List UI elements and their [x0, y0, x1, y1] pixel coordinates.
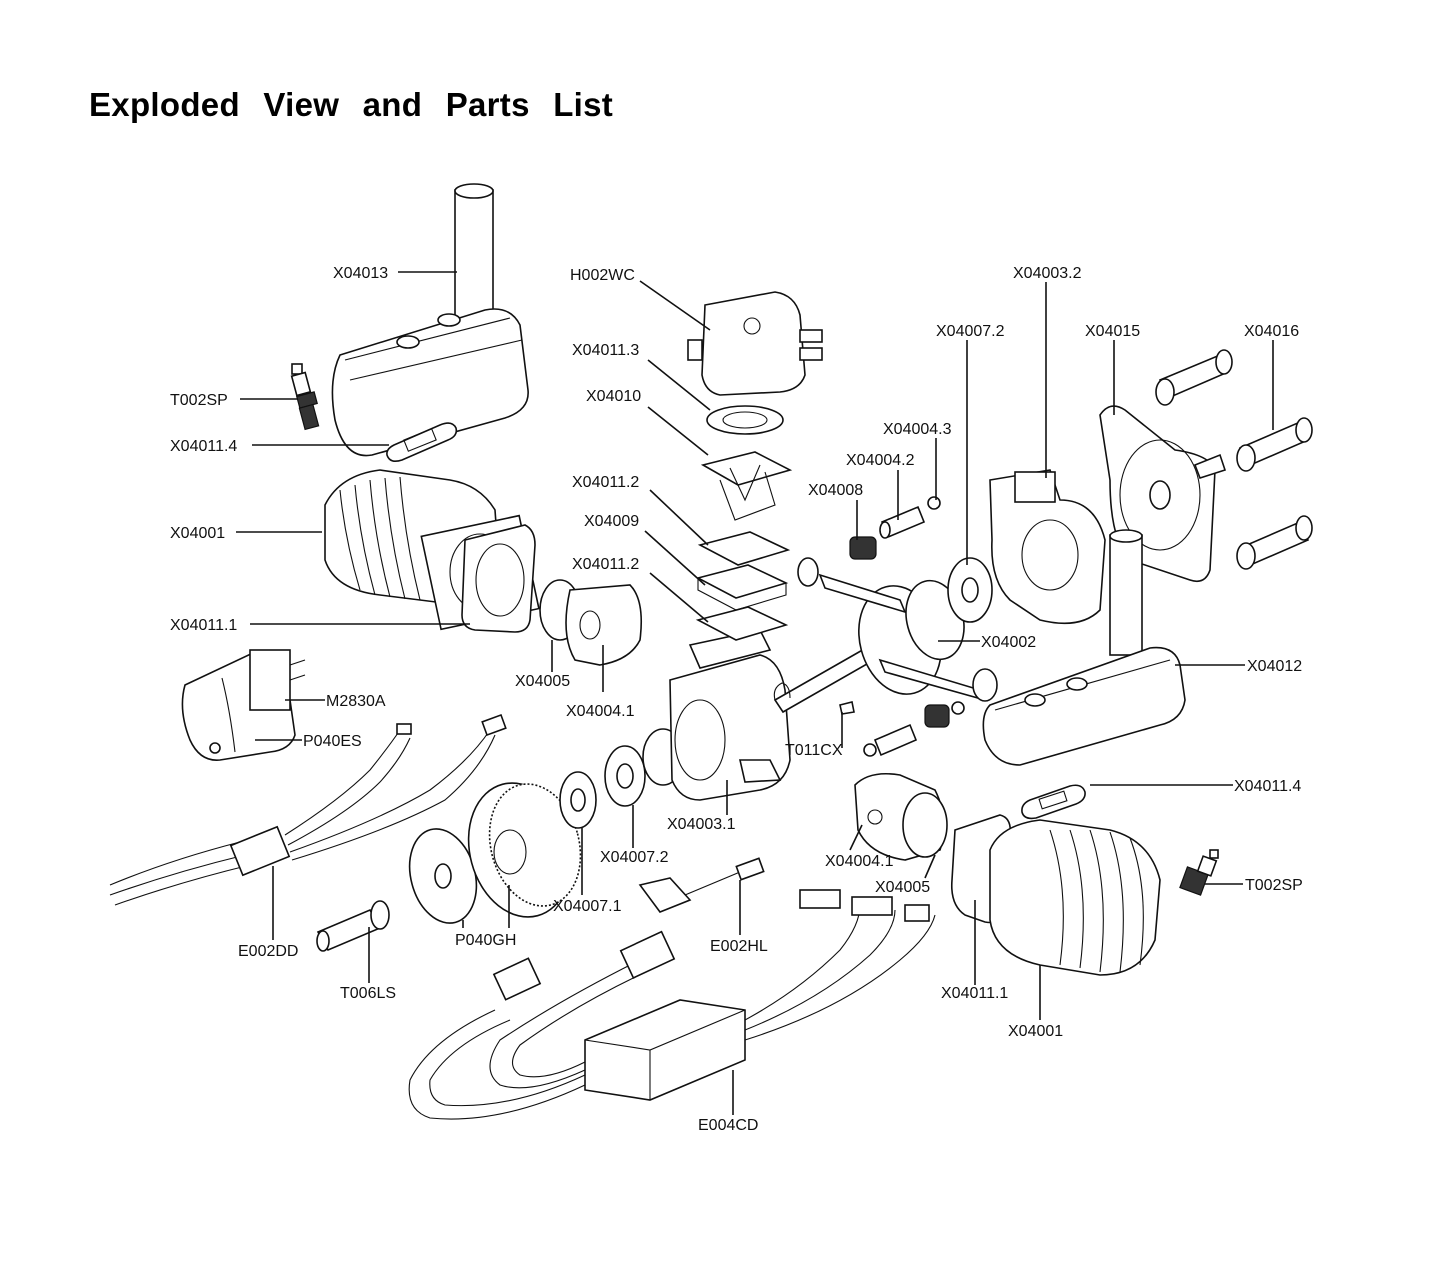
cdi-ignition-drawing	[408, 889, 936, 1120]
spark-plug-bottom-drawing	[1179, 849, 1219, 896]
cylinder-top-drawing	[324, 469, 540, 631]
label-x04004-2: X04004.2	[846, 452, 915, 469]
prop-nut-drawing	[316, 900, 390, 952]
reed-gaskets-drawing	[695, 531, 791, 641]
bearing-rear-drawing	[947, 557, 993, 623]
small-end-parts-upper-drawing	[849, 496, 941, 560]
label-e002hl: E002HL	[710, 938, 768, 955]
label-p040es: P040ES	[303, 733, 362, 750]
label-x04003-2: X04003.2	[1013, 265, 1082, 282]
piston-right-drawing	[854, 772, 948, 861]
label-x04001-top: X04001	[170, 525, 225, 542]
label-x04007-1: X04007.1	[553, 898, 622, 915]
starter-ring-gear-drawing	[408, 782, 582, 924]
label-x04015: X04015	[1085, 323, 1140, 340]
label-x04011-4-bottom: X04011.4	[1234, 778, 1301, 795]
label-x04011-4-top: X04011.4	[170, 438, 237, 455]
label-x04011-2-a: X04011.2	[572, 474, 639, 491]
muffler-lower-drawing	[982, 529, 1186, 766]
starter-motor-drawing	[181, 649, 306, 761]
bearings-front-drawing	[559, 728, 684, 829]
crankcase-rear-drawing	[989, 469, 1106, 625]
label-x04010: X04010	[586, 388, 641, 405]
label-x04011-3: X04011.3	[572, 342, 639, 359]
label-x04005-right: X04005	[875, 879, 930, 896]
crankcase-front-drawing	[669, 629, 791, 801]
label-x04008: X04008	[808, 482, 863, 499]
label-e002dd: E002DD	[238, 943, 298, 960]
label-x04005-left: X04005	[515, 673, 570, 690]
label-x04002: X04002	[981, 634, 1036, 651]
label-x04004-1-right: X04004.1	[825, 853, 894, 870]
label-x04011-1-top: X04011.1	[170, 617, 237, 634]
reed-valve-drawing	[700, 451, 793, 521]
label-e004cd: E004CD	[698, 1117, 758, 1134]
label-x04012: X04012	[1247, 658, 1302, 675]
leader-lines	[236, 271, 1274, 1115]
label-x04004-3: X04004.3	[883, 421, 952, 438]
label-h002wc: H002WC	[570, 267, 635, 284]
label-t011cx: T011CX	[785, 742, 843, 759]
label-x04011-1-bottom: X04011.1	[941, 985, 1008, 1002]
part-labels: X04013 T002SP X04011.4 X04001 X04011.1 M…	[170, 265, 1303, 1134]
cylinder-gasket-top-drawing	[461, 524, 536, 633]
carburetor-gasket-drawing	[706, 405, 784, 435]
cylinder-bottom-drawing	[950, 814, 1161, 976]
piston-left-drawing	[539, 579, 643, 666]
label-x04003-1: X04003.1	[667, 816, 736, 833]
label-x04001-bottom: X04001	[1008, 1023, 1063, 1040]
label-x04007-2-top: X04007.2	[936, 323, 1005, 340]
muffler-gasket-bottom-drawing	[1021, 784, 1086, 820]
page-title: Exploded View and Parts List	[89, 86, 614, 123]
hall-sensor-drawing	[638, 857, 765, 913]
spark-plug-top-drawing	[290, 363, 320, 431]
small-end-parts-lower-drawing	[839, 701, 965, 757]
label-t002sp-top: T002SP	[170, 392, 228, 409]
label-t002sp-bottom: T002SP	[1245, 877, 1303, 894]
label-m2830a: M2830A	[326, 693, 386, 710]
label-x04004-1-left: X04004.1	[566, 703, 635, 720]
standoffs-drawing	[1155, 349, 1313, 570]
label-x04011-2-b: X04011.2	[572, 556, 639, 573]
muffler-upper-drawing	[331, 183, 529, 457]
label-t006ls: T006LS	[340, 985, 396, 1002]
label-x04013: X04013	[333, 265, 388, 282]
label-x04009: X04009	[584, 513, 639, 530]
label-p040gh: P040GH	[455, 932, 516, 949]
muffler-gasket-top-drawing	[386, 422, 458, 462]
label-x04007-2-bottom: X04007.2	[600, 849, 669, 866]
label-x04016: X04016	[1244, 323, 1299, 340]
carburetor-drawing	[687, 291, 823, 396]
esc-drawing	[109, 713, 507, 906]
